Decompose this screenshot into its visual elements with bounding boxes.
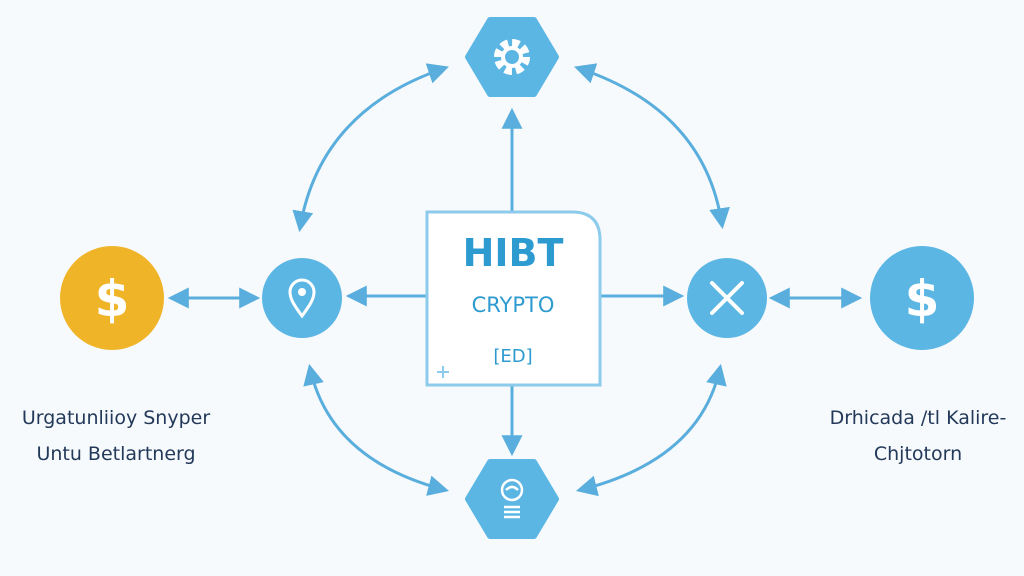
center-tag: [ED] [493,346,532,367]
center-title: HIBT [463,231,564,275]
plus-icon [437,366,449,378]
left-caption: Urgatunliioy Snyper Untu Betlartnerg [0,400,232,472]
dollar-icon: $ [95,270,130,328]
arc-bottom-left [303,363,450,496]
close-x-icon [710,281,744,315]
location-pin-icon [288,278,316,319]
arc-top-left [292,63,449,233]
dollar-icon: $ [905,270,940,328]
gear-icon [494,39,530,75]
arc-top-right [574,63,730,230]
center-subtitle: CRYPTO [472,293,555,317]
left-caption-line-1: Urgatunliioy Snyper [21,407,211,429]
center-box: HIBT CRYPTO [ED] [425,210,602,387]
exchange-node [687,258,767,338]
bottom-node [465,459,559,539]
location-node [262,258,342,338]
lightbulb-icon [500,478,524,519]
right-caption: Drhicada /tl Kalire- Chjtotorn [812,400,1024,472]
left-caption-line-2: Untu Betlartnerg [36,443,196,465]
left-currency-node: $ [60,246,164,350]
top-node [465,17,559,97]
arc-bottom-right [575,363,727,497]
right-caption-line-1: Drhicada /tl Kalire- [829,407,1007,429]
right-caption-line-2: Chjtotorn [873,443,963,465]
right-currency-node: $ [870,246,974,350]
